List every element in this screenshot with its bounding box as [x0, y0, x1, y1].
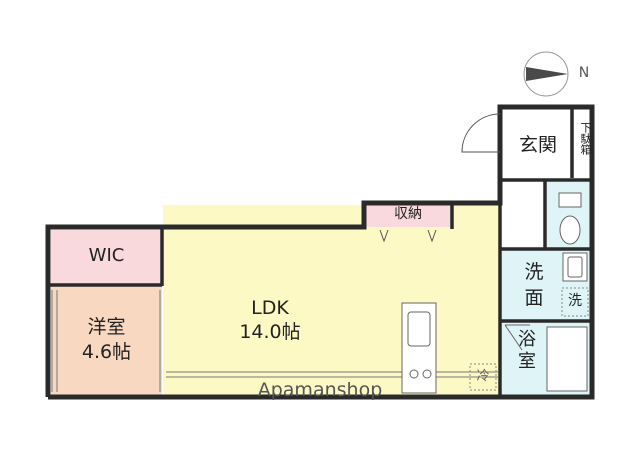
- western-room-area: [51, 285, 162, 395]
- watermark: Apamanshop: [257, 379, 383, 401]
- ldk-size: 14.0帖: [239, 321, 301, 343]
- shoe-box-label: 下駄箱: [579, 122, 592, 155]
- western-room-name: 洋室: [87, 316, 126, 338]
- western-room-size: 4.6帖: [81, 341, 132, 363]
- washer-space: [561, 287, 589, 317]
- compass-n-label: N: [578, 65, 590, 81]
- storage-door-marks: [379, 229, 437, 243]
- inner-walls: [50, 109, 592, 395]
- washroom-label-2: 面: [524, 287, 544, 309]
- stove-burner-right: [422, 369, 432, 379]
- bathroom-label-2: 室: [518, 351, 536, 372]
- kitchen-counter: [401, 302, 437, 394]
- washer-label: 洗: [568, 293, 582, 309]
- entrance-door: [461, 113, 501, 153]
- storage-area: [364, 205, 452, 227]
- bathroom-fixtures: [504, 324, 588, 392]
- ldk-name: LDK: [251, 297, 289, 319]
- compass-icon: [523, 51, 569, 97]
- bathroom-label-1: 浴: [518, 329, 536, 350]
- wic-label: WIC: [88, 245, 125, 266]
- walls: [45, 104, 595, 400]
- storage-label: 収納: [394, 206, 422, 222]
- ldk-area: [163, 205, 500, 395]
- fridge-label: 冷: [476, 369, 490, 384]
- windows: [51, 290, 498, 392]
- toilet-fixture: [558, 192, 582, 245]
- fridge-space: [469, 363, 497, 391]
- washroom-label-1: 洗: [524, 261, 544, 283]
- stove-burner-left: [409, 369, 419, 379]
- wash-basin: [562, 252, 588, 282]
- entrance-label: 玄関: [518, 134, 557, 156]
- kitchen-sink: [407, 311, 431, 347]
- wic-area: [51, 230, 162, 284]
